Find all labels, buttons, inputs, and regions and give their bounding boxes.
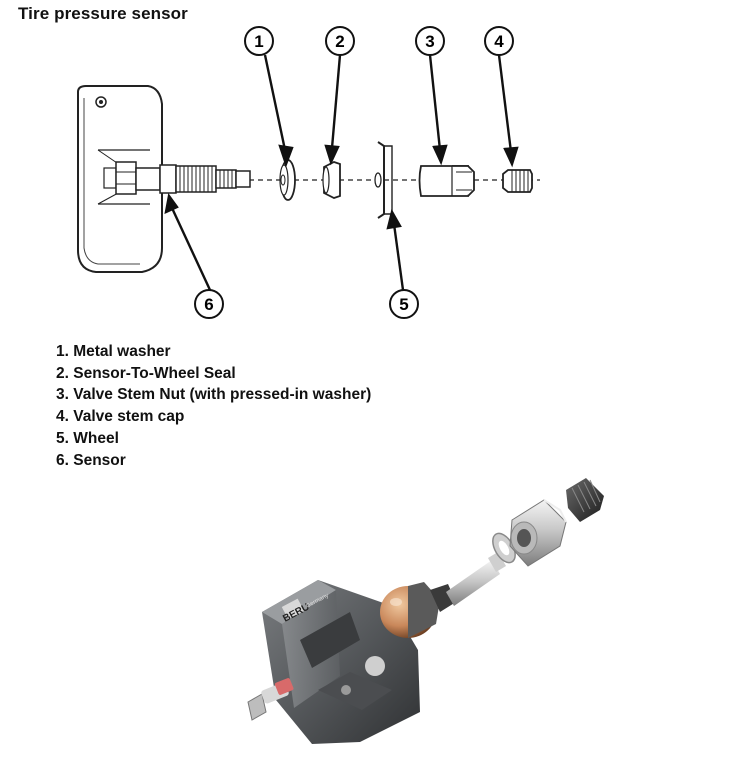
legend-item: 6. Sensor <box>56 451 126 469</box>
wheel-drawing <box>374 141 393 219</box>
diagram-title: Tire pressure sensor <box>18 4 188 23</box>
legend-item: 3. Valve Stem Nut (with pressed-in washe… <box>56 386 372 404</box>
valve-cap-photo <box>566 478 604 522</box>
callout-1: 1 <box>244 26 274 56</box>
callout-2: 2 <box>325 26 355 56</box>
legend-item: 2. Sensor-To-Wheel Seal <box>56 364 236 382</box>
svg-text:2: 2 <box>335 32 344 51</box>
sensor-drawing <box>77 85 251 273</box>
legend-item: 4. Valve stem cap <box>56 408 185 426</box>
svg-text:1: 1 <box>254 32 263 51</box>
callout-6: 6 <box>194 289 224 319</box>
svg-text:5: 5 <box>399 295 408 314</box>
seal-drawing <box>322 161 341 199</box>
legend-item: 5. Wheel <box>56 429 119 447</box>
valve-cap-drawing <box>502 169 533 193</box>
svg-text:6: 6 <box>204 295 213 314</box>
parts-legend: 1. Metal washer 2. Sensor-To-Wheel Seal … <box>56 341 371 471</box>
callout-3: 3 <box>415 26 445 56</box>
callout-5: 5 <box>389 289 419 319</box>
legend-item: 1. Metal washer <box>56 343 171 360</box>
valve-nut-photo <box>509 499 567 567</box>
svg-text:3: 3 <box>425 32 434 51</box>
metal-washer-drawing <box>279 159 296 201</box>
valve-nut-drawing <box>418 165 475 197</box>
sensor-screw-photo <box>247 678 294 721</box>
valve-stem-photo <box>380 552 506 638</box>
svg-text:4: 4 <box>494 32 504 51</box>
callout-4: 4 <box>484 26 514 56</box>
sensor-body-photo: BERU Germany <box>262 580 420 744</box>
exploded-diagram: 1 2 3 4 5 6 <box>77 26 540 319</box>
